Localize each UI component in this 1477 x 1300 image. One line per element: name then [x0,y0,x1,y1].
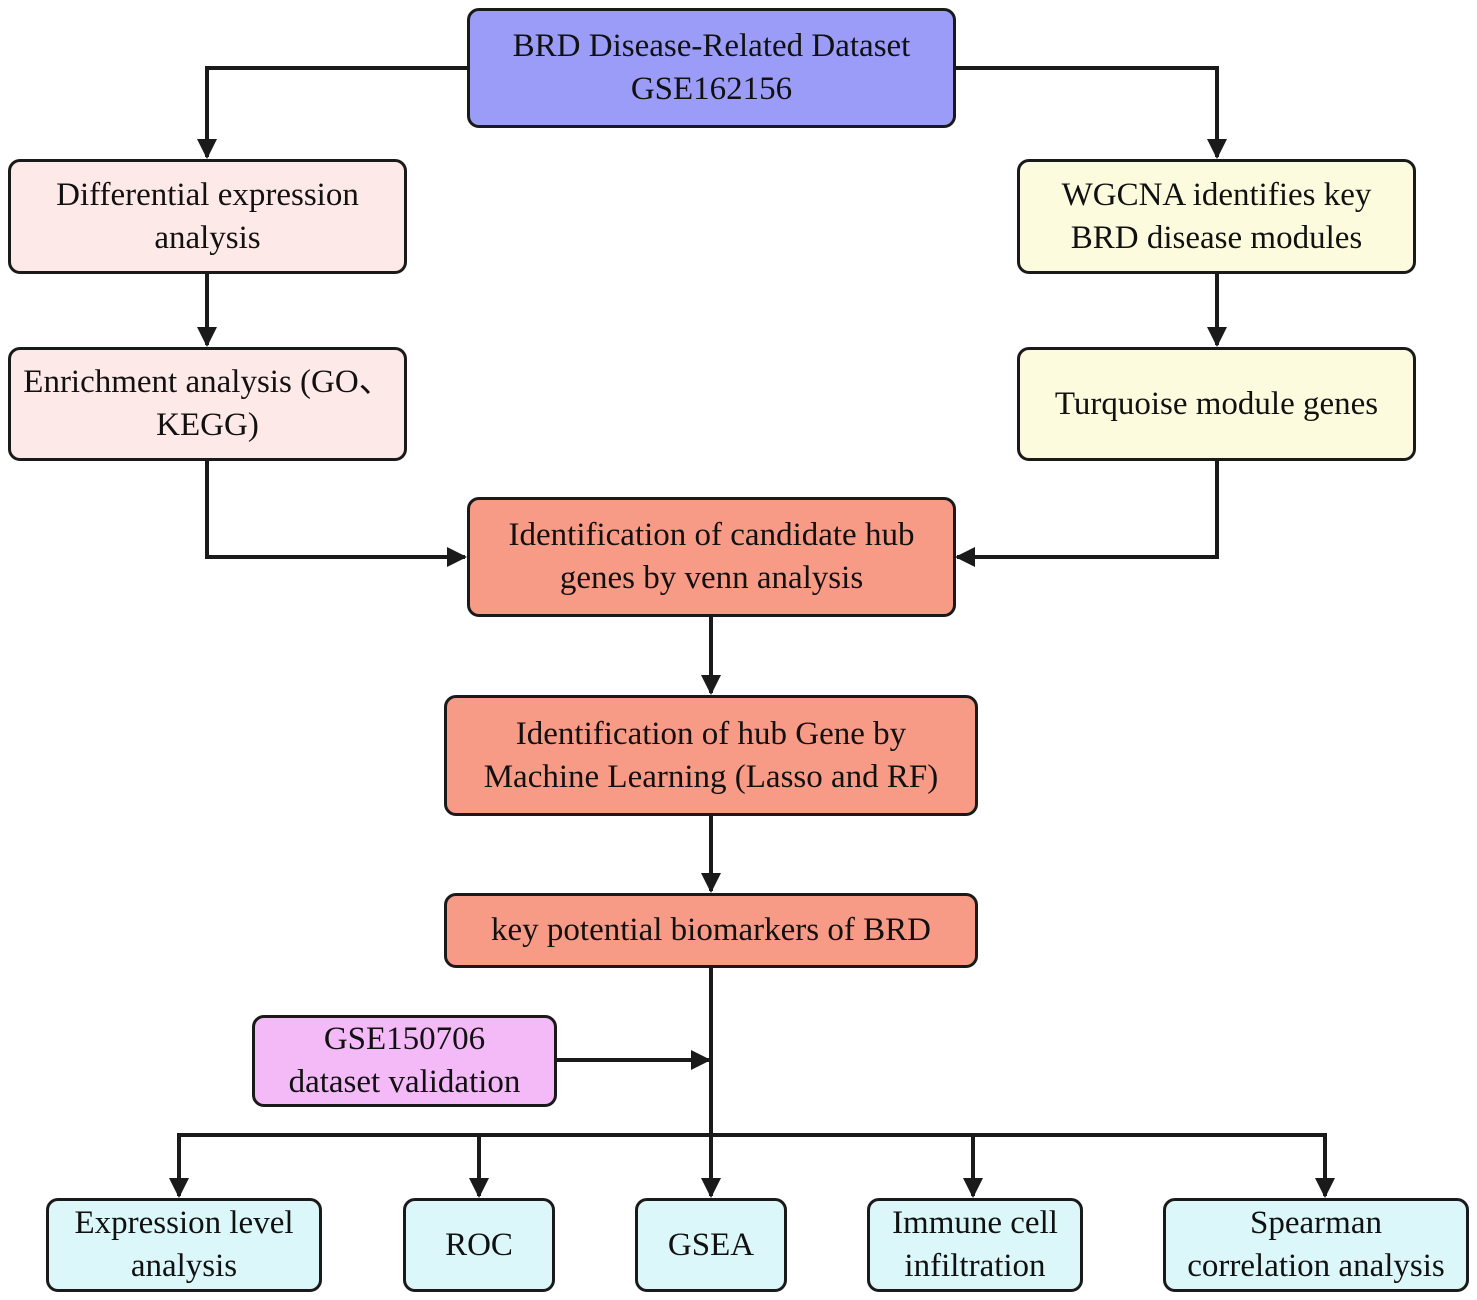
gsea-node: GSEA [635,1198,787,1292]
immune-infiltration-node: Immune cell infiltration [867,1198,1083,1292]
arrow-dataset-to-wgcna [955,66,1227,159]
gsea-node-line1: GSEA [667,1226,755,1263]
dea-node-line1: Differential expression [56,176,359,213]
biomarkers-node: key potential biomarkers of BRD [444,893,978,968]
arrow-enrichment-to-venn [205,461,467,567]
spearman-node-line2: correlation analysis [1187,1248,1445,1284]
wgcna-node-line1: WGCNA identifies key [1061,176,1372,213]
spearman-correlation-node: Spearman correlation analysis [1163,1198,1469,1292]
differential-expression-node: Differential expression analysis [8,159,407,274]
roc-node: ROC [403,1198,555,1292]
dataset-node-line1: BRD Disease-Related Dataset [512,28,911,64]
venn-node-line2: genes by venn analysis [559,560,864,596]
ml-node-line1: Identification of hub Gene by [515,715,907,752]
validation-dataset-node: GSE150706 dataset validation [252,1015,557,1107]
venn-analysis-node: Identification of candidate hub genes by… [467,497,956,617]
validation-node-line1: GSE150706 [323,1021,486,1057]
expression-node-line2: analysis [130,1248,238,1284]
wgcna-node: WGCNA identifies key BRD disease modules [1017,159,1416,274]
arrow-dataset-to-dea [197,66,467,159]
enrichment-node-line2: KEGG) [156,407,259,443]
ml-node-line2: Machine Learning (Lasso and RF) [483,758,939,795]
spearman-node-line1: Spearman [1250,1205,1382,1241]
turquoise-node-line1: Turquoise module genes [1054,385,1379,422]
arrow-turquoise-to-venn [955,461,1219,567]
enrichment-node-line1: Enrichment analysis (GO、 [23,364,392,400]
immune-node-line1: Immune cell [892,1205,1058,1241]
biomarkers-node-line1: key potential biomarkers of BRD [491,912,931,948]
expression-level-node: Expression level analysis [46,1198,322,1292]
venn-node-line1: Identification of candidate hub [508,517,915,553]
dataset-node: BRD Disease-Related Dataset GSE162156 [467,8,956,128]
turquoise-module-node: Turquoise module genes [1017,347,1416,461]
immune-node-line2: infiltration [904,1248,1046,1284]
wgcna-node-line2: BRD disease modules [1070,219,1363,256]
dataset-node-line2: GSE162156 [630,71,793,107]
machine-learning-node: Identification of hub Gene by Machine Le… [444,695,978,816]
enrichment-analysis-node: Enrichment analysis (GO、 KEGG) [8,347,407,461]
roc-node-line1: ROC [445,1226,513,1263]
expression-node-line1: Expression level [74,1205,294,1241]
dea-node-line2: analysis [154,219,261,256]
validation-node-line2: dataset validation [288,1064,521,1100]
